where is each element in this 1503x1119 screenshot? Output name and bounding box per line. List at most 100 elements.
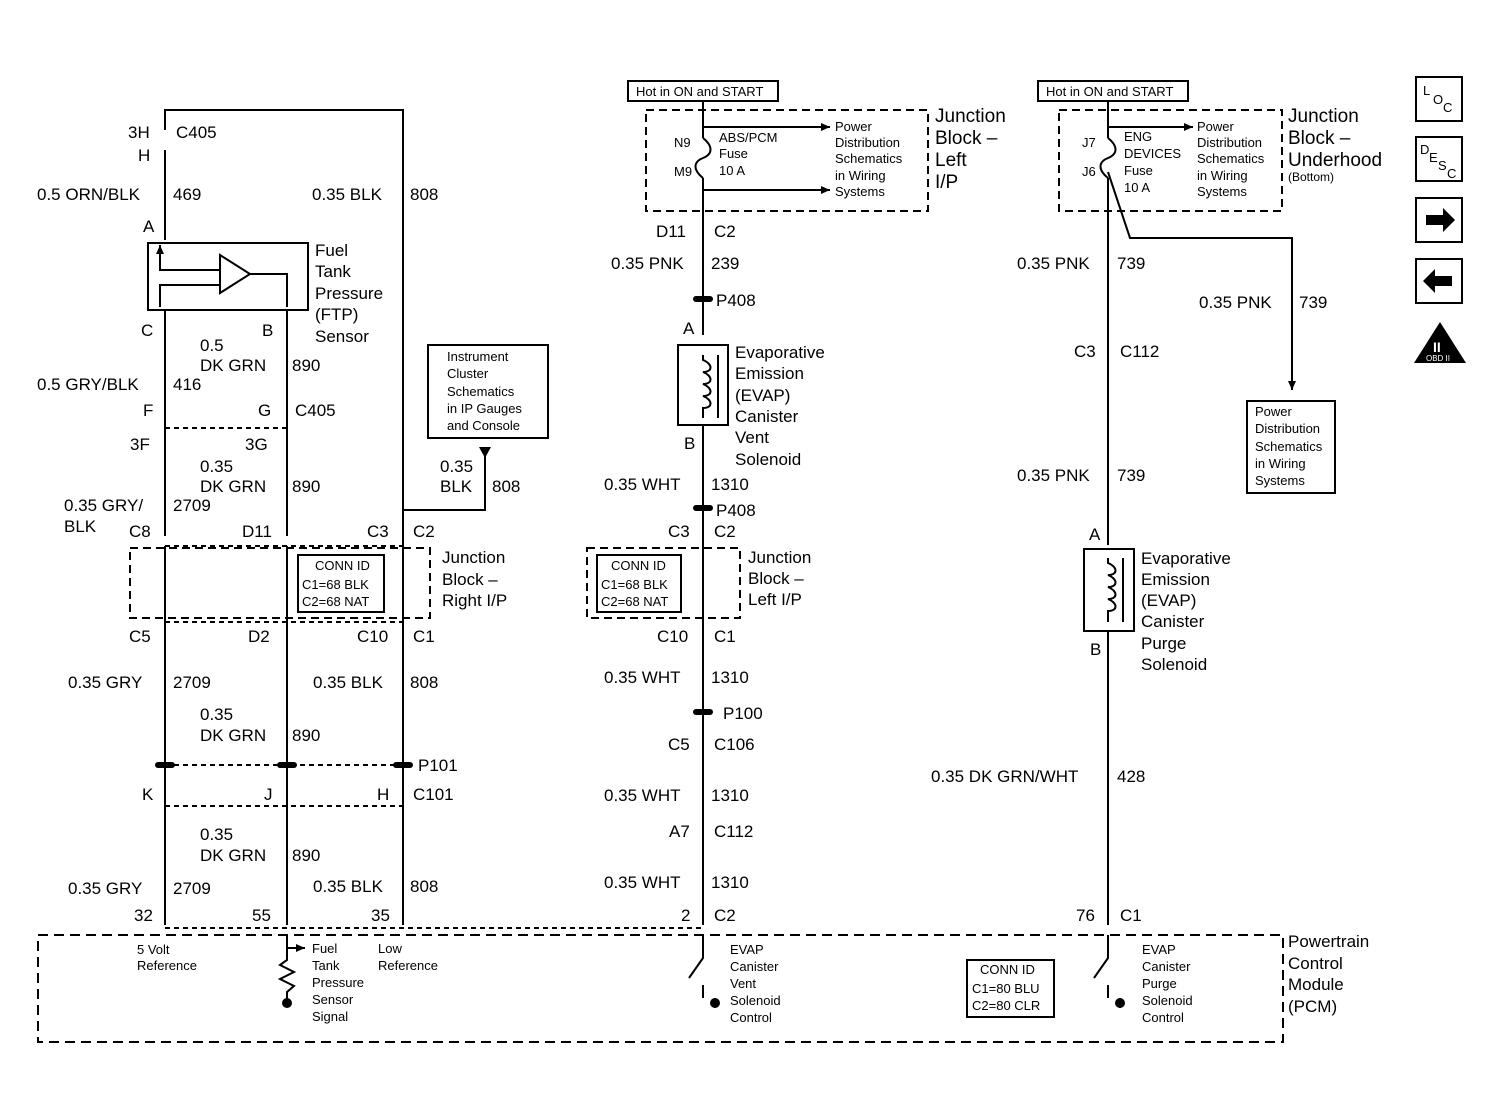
mid-w239-circuit: 239 bbox=[711, 254, 739, 273]
ftp-l5: Sensor bbox=[315, 327, 369, 346]
jbl2-l1: Junction bbox=[748, 548, 811, 567]
pcm-low-2: Reference bbox=[378, 958, 438, 973]
pds-right-l5: Systems bbox=[1197, 184, 1247, 199]
right-c112: C112 bbox=[1120, 342, 1159, 361]
right-w428-circuit: 428 bbox=[1117, 767, 1145, 786]
pcm-pin-35: 35 bbox=[371, 906, 390, 925]
evap-purge-l4: Canister bbox=[1141, 612, 1205, 631]
fuse-left-l1: ABS/PCM bbox=[719, 130, 778, 145]
w890d-g2: DK GRN bbox=[200, 846, 266, 865]
fuse-right-l4: 10 A bbox=[1124, 180, 1150, 195]
evap-purge-l2: Emission bbox=[1141, 570, 1210, 589]
jbr-c10: C10 bbox=[357, 627, 388, 646]
pcm-purge-2: Canister bbox=[1142, 959, 1191, 974]
conn-id-2-r2: C2=68 NAT bbox=[601, 594, 668, 609]
pcm-vent-1: EVAP bbox=[730, 942, 764, 957]
ftp-pin-a: A bbox=[143, 217, 155, 236]
evap-purge-l6: Solenoid bbox=[1141, 655, 1207, 674]
ftp-pin-c: C bbox=[141, 321, 153, 340]
jb-underhood-l4: (Bottom) bbox=[1288, 170, 1334, 184]
w890d-circuit: 890 bbox=[292, 846, 320, 865]
mid-c106: C106 bbox=[714, 735, 755, 754]
icl-box-l3: Schematics bbox=[447, 384, 515, 399]
pcm-vent-2: Canister bbox=[730, 959, 779, 974]
fuse-right-l1: ENG bbox=[1124, 129, 1152, 144]
ftp-l2: Tank bbox=[315, 262, 351, 281]
c101-conn: C101 bbox=[413, 785, 454, 804]
loc-o: O bbox=[1433, 92, 1443, 107]
conn-id-1-title: CONN ID bbox=[315, 558, 370, 573]
conn-id-3-r2: C2=80 CLR bbox=[972, 998, 1040, 1013]
mid-d11: D11 bbox=[656, 222, 686, 241]
pcm-ref5-2: Reference bbox=[137, 958, 197, 973]
w808b-gauge: 0.35 BLK bbox=[313, 673, 384, 692]
w416-circuit: 416 bbox=[173, 375, 201, 394]
mid-pin-a: A bbox=[683, 319, 695, 338]
conn-id-2-title: CONN ID bbox=[611, 558, 666, 573]
w2709c-circuit: 2709 bbox=[173, 879, 211, 898]
jbr-d11: D11 bbox=[242, 522, 272, 541]
pds-box-l5: Systems bbox=[1255, 473, 1305, 488]
next-arrow-glyph bbox=[1426, 208, 1455, 232]
pcm-purge-switch bbox=[1093, 935, 1121, 1008]
evap-vent-l6: Solenoid bbox=[735, 450, 801, 469]
pcm-pin-76: 76 bbox=[1076, 906, 1095, 925]
hot-left-label: Hot in ON and START bbox=[636, 84, 763, 99]
right-w739b-circuit: 739 bbox=[1299, 293, 1327, 312]
hot-right-label: Hot in ON and START bbox=[1046, 84, 1173, 99]
pcm-ftp-ground bbox=[282, 998, 292, 1008]
jbr-c3: C3 bbox=[367, 522, 389, 541]
w890a-g1: 0.5 bbox=[200, 336, 224, 355]
wire-808-loop bbox=[164, 109, 404, 536]
jb-underhood-l2: Block – bbox=[1288, 128, 1351, 149]
w808mid-circuit: 808 bbox=[492, 477, 520, 496]
pcm-box bbox=[37, 934, 1284, 1043]
conn-id-2-r1: C1=68 BLK bbox=[601, 577, 668, 592]
jb-right-ip bbox=[129, 547, 431, 619]
mid-c2b: C2 bbox=[714, 522, 736, 541]
pds-box-l3: Schematics bbox=[1255, 439, 1323, 454]
p100-symbol bbox=[693, 709, 713, 715]
wire-739-branch bbox=[1107, 171, 1296, 390]
right-w739a-gauge: 0.35 PNK bbox=[1017, 254, 1090, 273]
pds-right-l1: Power bbox=[1197, 119, 1235, 134]
w890d-g1: 0.35 bbox=[200, 825, 233, 844]
pcm-l2: Control bbox=[1288, 954, 1343, 973]
conn-id-1-r2: C2=68 NAT bbox=[302, 594, 369, 609]
w2709b-gauge: 0.35 GRY bbox=[68, 673, 142, 692]
right-pin-a: A bbox=[1089, 525, 1101, 544]
icl-box-l1: Instrument bbox=[447, 349, 509, 364]
pds-box bbox=[1246, 400, 1336, 494]
pcm-purge-4: Solenoid bbox=[1142, 993, 1193, 1008]
jb-left-ip-l4: I/P bbox=[935, 172, 958, 193]
jbr-l3: Right I/P bbox=[442, 591, 507, 610]
loc-l: L bbox=[1423, 83, 1430, 98]
jb-underhood-box bbox=[1058, 109, 1283, 212]
fuse-right-l2: DEVICES bbox=[1124, 146, 1181, 161]
c101-j: J bbox=[264, 785, 273, 804]
w469-gauge: 0.5 ORN/BLK bbox=[37, 185, 141, 204]
pcm-vent-5: Control bbox=[730, 1010, 772, 1025]
c405b-3g: 3G bbox=[245, 435, 268, 454]
right-w428-gauge: 0.35 DK GRN/WHT bbox=[931, 767, 1078, 786]
instrument-cluster-box bbox=[427, 344, 549, 439]
loc-icon bbox=[1415, 76, 1463, 122]
w890b-circuit: 890 bbox=[292, 477, 320, 496]
fuse-right-symbol bbox=[1099, 137, 1117, 179]
w808b-circuit: 808 bbox=[410, 673, 438, 692]
fuse-right-l3: Fuse bbox=[1124, 163, 1153, 178]
evap-purge-l1: Evaporative bbox=[1141, 549, 1231, 568]
pcm-pin-c2: C2 bbox=[714, 906, 736, 925]
jb-left-ip-l2: Block – bbox=[935, 128, 998, 149]
conn-id-3-r1: C1=80 BLU bbox=[972, 981, 1040, 996]
p101-k-symbol bbox=[155, 762, 175, 768]
pcm-ftp-5: Signal bbox=[312, 1009, 348, 1024]
pcm-vent-switch bbox=[688, 935, 716, 1008]
w808c-circuit: 808 bbox=[410, 877, 438, 896]
conn-id-box-1 bbox=[297, 554, 385, 613]
right-pin-b: B bbox=[1090, 640, 1101, 659]
w890b-g2: DK GRN bbox=[200, 477, 266, 496]
pcm-l1: Powertrain bbox=[1288, 932, 1369, 951]
mid-c1: C1 bbox=[714, 627, 736, 646]
